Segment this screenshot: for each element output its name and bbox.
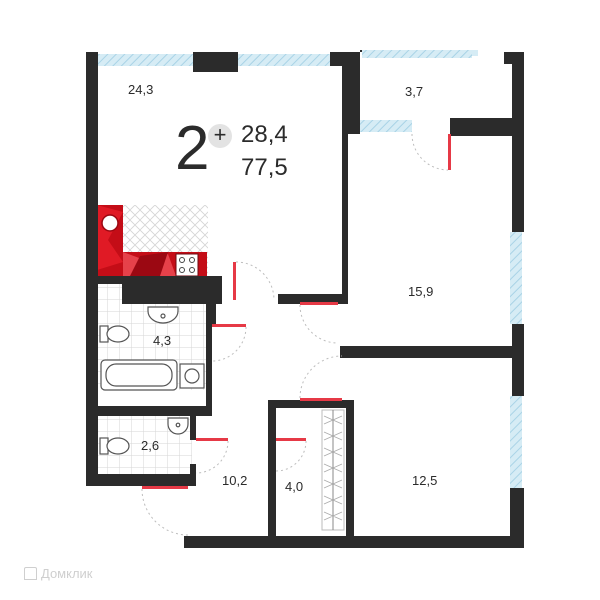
windows bbox=[98, 50, 522, 488]
room-area-toilet: 2,6 bbox=[141, 438, 160, 453]
room-area-bedroom-small: 12,5 bbox=[412, 473, 438, 488]
living-area: 28,4 bbox=[241, 121, 288, 148]
walls bbox=[86, 50, 524, 548]
watermark: Домклик bbox=[24, 566, 93, 581]
house-icon bbox=[24, 567, 37, 580]
room-area-kitchen-living: 24,3 bbox=[128, 82, 154, 97]
stove-burner-icon bbox=[179, 257, 185, 263]
toilet2-icon bbox=[99, 437, 130, 455]
room-area-bathroom: 4,3 bbox=[153, 333, 172, 348]
room-area-wardrobe: 4,0 bbox=[285, 479, 304, 494]
watermark-text: Домклик bbox=[41, 566, 93, 581]
kitchen-counter bbox=[97, 205, 207, 278]
room-area-bedroom-large: 15,9 bbox=[408, 284, 434, 299]
total-area: 77,5 bbox=[241, 154, 288, 181]
room-area-loggia: 3,7 bbox=[405, 84, 424, 99]
room-count: 2 bbox=[175, 114, 210, 183]
toilet-icon bbox=[99, 325, 130, 343]
bathroom-fixtures bbox=[99, 306, 205, 455]
plus-badge: + bbox=[208, 124, 232, 148]
sink-icon bbox=[101, 214, 119, 232]
room-area-hall: 10,2 bbox=[222, 473, 248, 488]
wardrobe-rail bbox=[321, 409, 345, 531]
basin2-icon bbox=[167, 417, 189, 435]
basin-icon bbox=[147, 306, 179, 324]
doors bbox=[141, 133, 451, 536]
